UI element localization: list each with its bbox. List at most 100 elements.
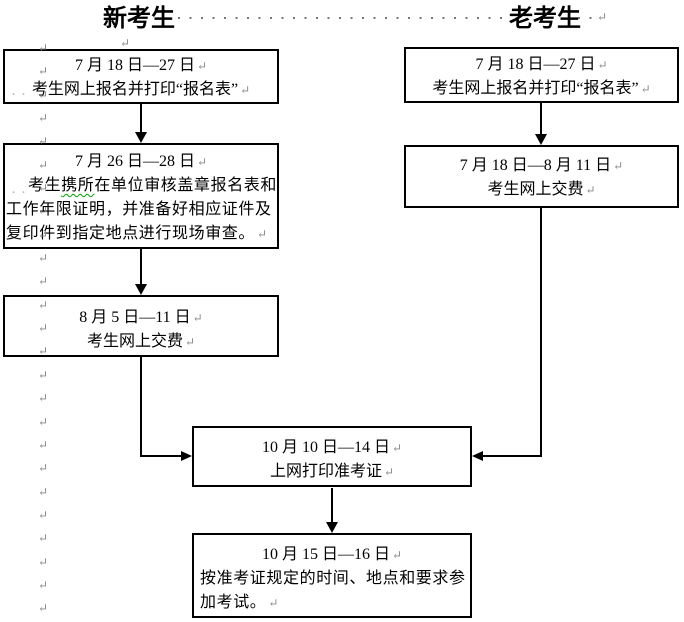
line-break-mark-icon: ↵ xyxy=(257,227,268,241)
box-text: 考生网上报名并打印“报名表”↵ xyxy=(5,78,277,102)
step-text: 考生网上交费 xyxy=(86,333,183,350)
paragraph-mark-icon: ↵ xyxy=(38,64,49,79)
box-body-line: 复印件到指定地点进行现场审查。↵ xyxy=(5,222,277,246)
box-text: 考生网上交费↵ xyxy=(5,330,277,354)
arrow-new-register-to-review-line xyxy=(140,104,142,132)
line-break-mark-icon: ↵ xyxy=(196,155,208,169)
box-new-review: 7 月 26 日—28 日↵ 考生携所在单位审核盖章报名表和 工作年限证明，并准… xyxy=(3,143,279,249)
line-break-mark-icon: ↵ xyxy=(268,596,280,610)
box-body-line: 按准考证规定的时间、地点和要求参 xyxy=(194,567,470,591)
space-marks-icon: ·· xyxy=(11,87,31,103)
paragraph-mark-icon: ↵ xyxy=(38,531,49,546)
paragraph-mark-icon: ↵ xyxy=(38,484,49,499)
paragraph-mark-icon: ↵ xyxy=(38,321,49,336)
line-break-mark-icon: ↵ xyxy=(240,83,251,97)
arrow-left-head-icon xyxy=(472,451,483,461)
line-break-mark-icon: ↵ xyxy=(383,465,395,479)
box-date: 10 月 15 日—16 日↵ xyxy=(194,543,470,567)
paragraph-mark-icon: ↵ xyxy=(38,181,49,196)
paragraph-mark-icon: ↵ xyxy=(38,274,49,289)
line-break-mark-icon: ↵ xyxy=(184,335,196,349)
box-new-register: 7 月 18 日—27 日↵ 考生网上报名并打印“报名表”↵ ·· xyxy=(3,49,279,104)
line-break-mark-icon: ↵ xyxy=(391,441,403,455)
connector-new-to-print-line xyxy=(140,455,181,457)
box-body-line: 加考试。↵ xyxy=(194,591,470,615)
date-text: 10 月 10 日—14 日 xyxy=(261,439,390,456)
paragraph-mark-icon: ↵ xyxy=(38,344,49,359)
paragraph-mark-icon: ↵ xyxy=(38,227,49,242)
date-text: 7 月 18 日—27 日 xyxy=(475,56,596,73)
line-break-mark-icon: ↵ xyxy=(613,159,624,173)
dotted-leader xyxy=(178,17,504,19)
box-text: 上网打印准考证↵ xyxy=(194,460,470,484)
space-marks-icon: ·· xyxy=(11,185,31,201)
box-body-line: 工作年限证明，并准备好相应证件及 xyxy=(5,198,277,222)
box-text: 考生网上交费↵ xyxy=(406,178,677,202)
date-text: 8 月 5 日—11 日 xyxy=(79,309,191,326)
line-break-mark-icon: ↵ xyxy=(597,58,608,72)
box-new-pay: 8 月 5 日—11 日↵ 考生网上交费↵ xyxy=(3,295,279,357)
step-text: 按准考证规定的时间、地点和要求参 xyxy=(200,570,466,587)
connector-old-to-print-line xyxy=(483,455,542,457)
box-date: 10 月 10 日—14 日↵ xyxy=(194,436,470,460)
paragraph-mark-icon: ↵ xyxy=(38,297,49,312)
line-break-mark-icon: ↵ xyxy=(597,10,608,24)
arrow-old-register-to-pay-line xyxy=(540,103,542,134)
connector-old-pay-down-line xyxy=(540,208,542,457)
arrow-down-head-icon xyxy=(326,522,338,533)
step-text: 上网打印准考证 xyxy=(269,463,382,480)
paragraph-mark-icon: ↵ xyxy=(38,111,49,126)
paragraph-mark-icon: ↵ xyxy=(38,507,49,522)
paragraph-mark-icon: ↵ xyxy=(120,36,131,50)
step-text: 考生网上报名并打印“报名表” xyxy=(432,80,639,97)
step-text: 加考试。 xyxy=(200,594,267,611)
paragraph-mark-icon: ↵ xyxy=(38,251,49,266)
paragraph-mark-icon: ↵ xyxy=(38,601,49,616)
header-old-examinee: 老考生 xyxy=(509,6,581,32)
paragraph-mark-icon: ↵ xyxy=(38,554,49,569)
line-break-mark-icon: ↵ xyxy=(391,548,403,562)
paragraph-mark-icon: ↵ xyxy=(38,87,49,102)
date-text: 10 月 15 日—16 日 xyxy=(261,546,390,563)
paragraph-marks-column: ↵ ↵ ↵ ↵ ↵ ↵ ↵ ↵ ↵ ↵ ↵ ↵ ↵ ↵ ↵ ↵ ↵ ↵ ↵ ↵ … xyxy=(38,37,48,621)
step-text: 考生网上报名并打印“报名表” xyxy=(31,81,239,98)
step-text: 在单位审核盖章报名表和 xyxy=(94,177,278,194)
box-date: 7 月 18 日—8 月 11 日↵ xyxy=(406,154,677,178)
spellcheck-wavy-text: 携所 xyxy=(61,177,95,194)
dotted-leader-short xyxy=(578,17,594,19)
step-text: 考生 xyxy=(28,177,62,194)
paragraph-mark-icon: ↵ xyxy=(38,391,49,406)
box-old-pay: 7 月 18 日—8 月 11 日↵ 考生网上交费↵ xyxy=(404,145,679,208)
step-text: 工作年限证明，并准备好相应证件及 xyxy=(6,201,272,218)
line-break-mark-icon: ↵ xyxy=(640,82,651,96)
paragraph-mark-icon: ↵ xyxy=(38,461,49,476)
step-text: 考生网上交费 xyxy=(487,181,584,198)
paragraph-mark-icon: ↵ xyxy=(38,367,49,382)
paragraph-mark-icon: ↵ xyxy=(38,577,49,592)
date-text: 7 月 18 日—27 日 xyxy=(74,57,195,74)
paragraph-mark-icon: ↵ xyxy=(38,134,49,149)
paragraph-mark-icon: ↵ xyxy=(38,414,49,429)
connector-new-pay-down-line xyxy=(140,357,142,457)
paragraph-mark-icon: ↵ xyxy=(38,41,49,55)
arrow-new-review-to-pay-line xyxy=(140,249,142,284)
box-date: 7 月 18 日—27 日↵ xyxy=(5,54,277,78)
line-break-mark-icon: ↵ xyxy=(585,183,596,197)
box-date: 7 月 26 日—28 日↵ xyxy=(5,150,277,174)
box-text: 考生网上报名并打印“报名表”↵ xyxy=(406,77,677,101)
line-break-mark-icon: ↵ xyxy=(192,311,203,325)
step-text: 复印件到指定地点进行现场审查。 xyxy=(6,225,256,242)
box-date: 7 月 18 日—27 日↵ xyxy=(406,53,677,77)
date-text: 7 月 18 日—8 月 11 日 xyxy=(459,157,612,174)
line-break-mark-icon: ↵ xyxy=(196,59,208,73)
header-new-examinee: 新考生 xyxy=(103,6,175,32)
paragraph-mark-icon: ↵ xyxy=(38,157,49,172)
date-text: 7 月 26 日—28 日 xyxy=(74,153,195,170)
box-take-exam: 10 月 15 日—16 日↵ 按准考证规定的时间、地点和要求参 加考试。↵ xyxy=(192,533,472,618)
arrow-print-to-exam-line xyxy=(331,488,333,522)
arrow-down-head-icon xyxy=(535,134,547,145)
box-body-line: 考生携所在单位审核盖章报名表和 xyxy=(5,174,277,198)
arrow-right-head-icon xyxy=(181,451,192,461)
box-date: 8 月 5 日—11 日↵ xyxy=(5,306,277,330)
